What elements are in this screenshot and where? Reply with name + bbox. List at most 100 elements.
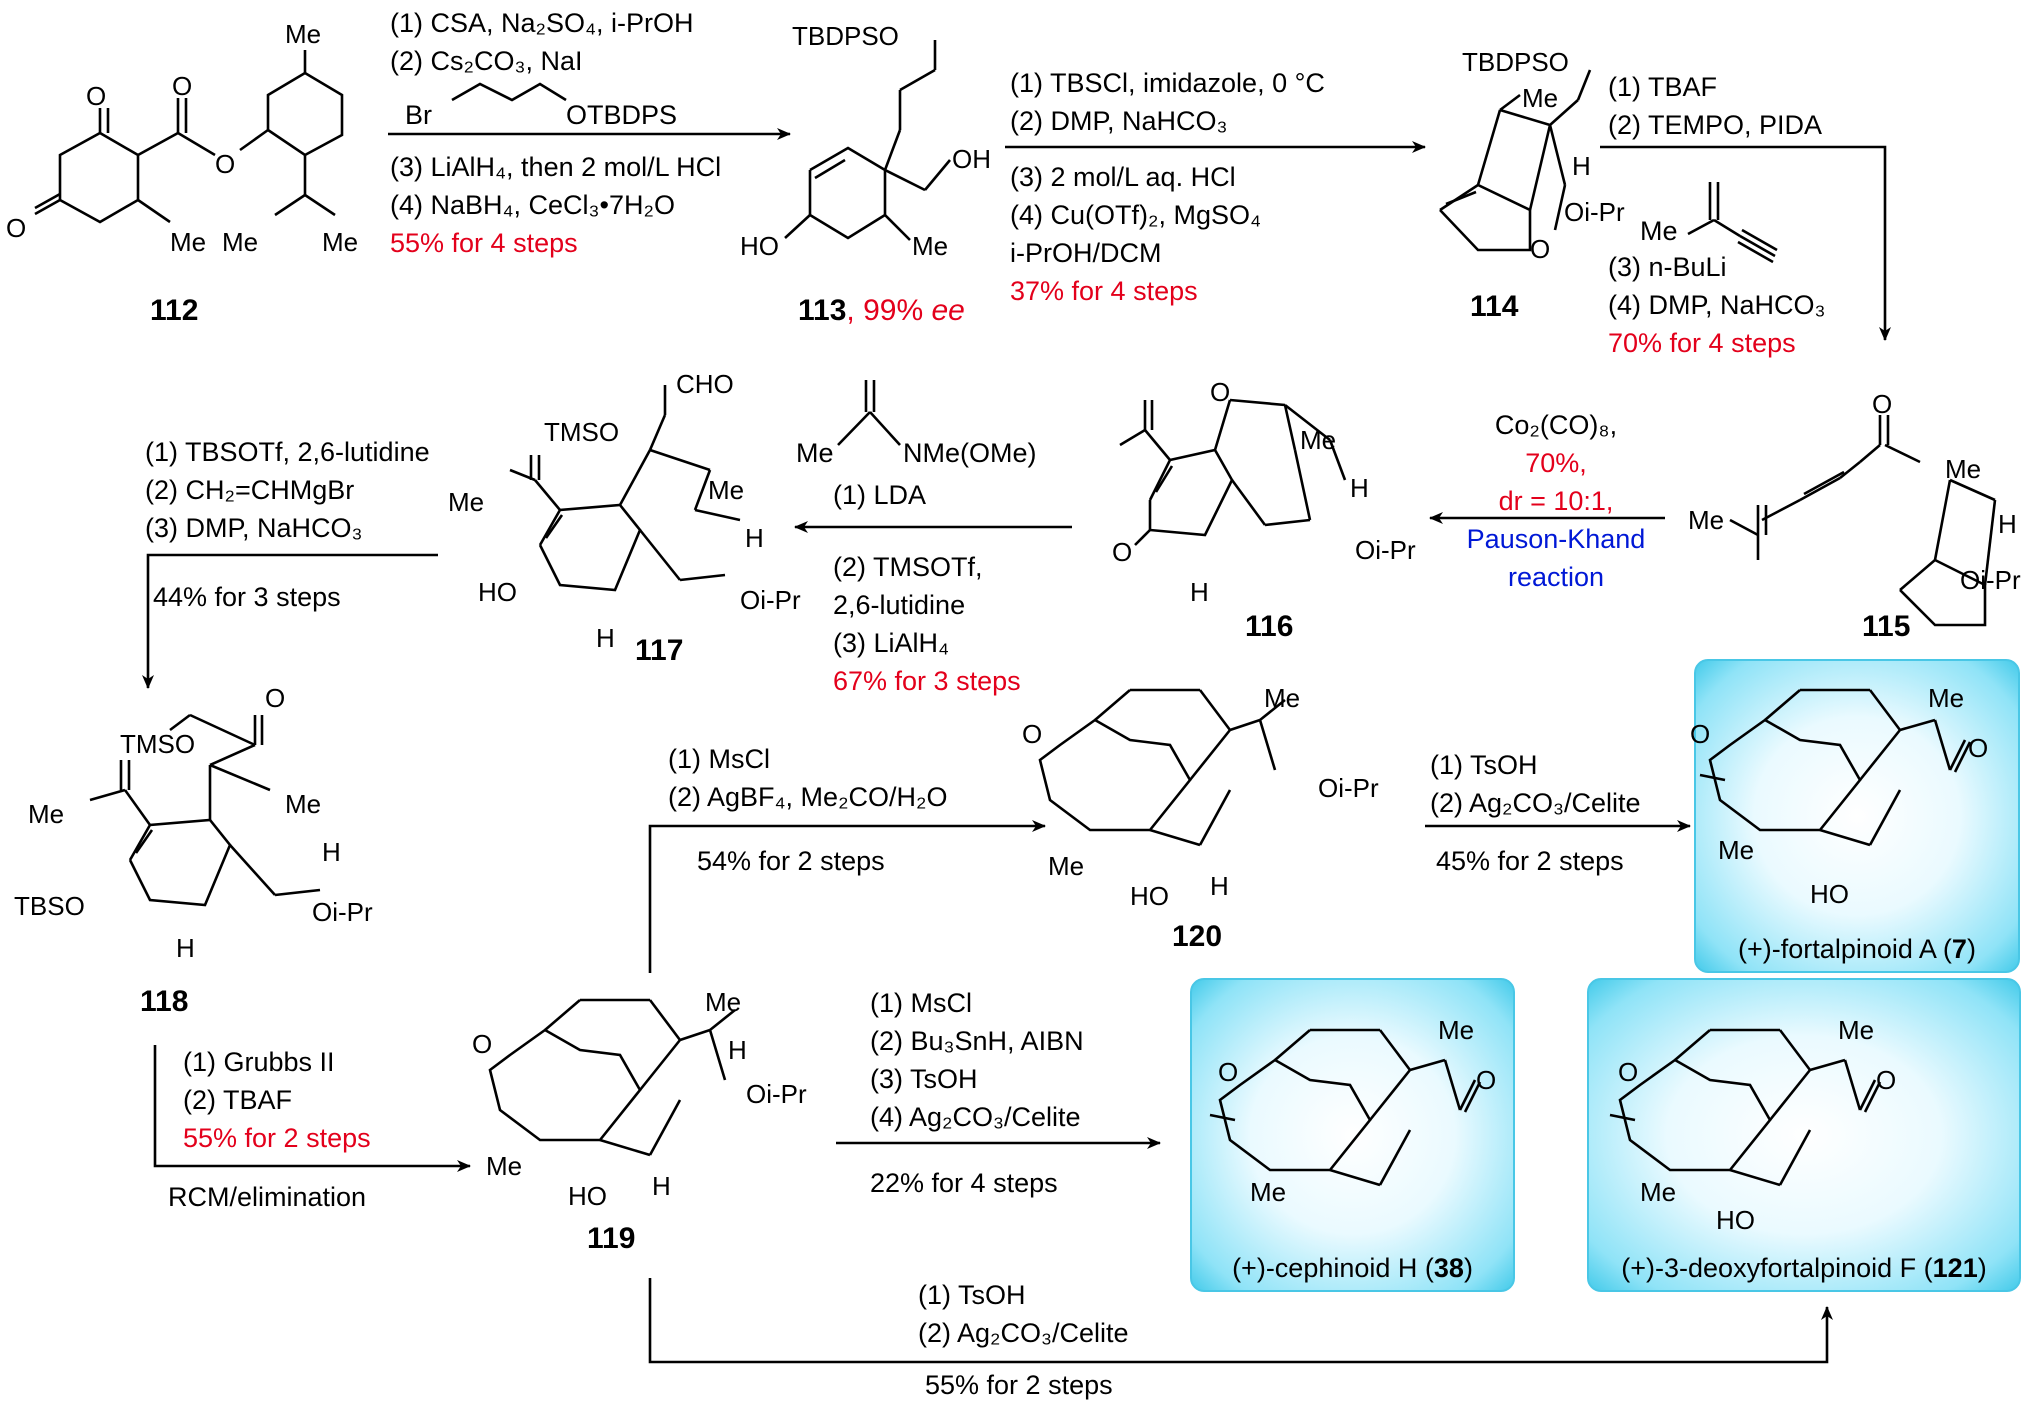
- atom-label-120-oipr: Oi-Pr: [1318, 773, 1379, 803]
- compound-number-112: 112: [150, 294, 199, 327]
- atom-label-115-o: O: [1872, 389, 1893, 419]
- atom-label-112-o-top: O: [86, 81, 107, 111]
- atom-label-119-me-top: Me: [705, 987, 742, 1017]
- atom-label-7-me-top: Me: [1928, 683, 1965, 713]
- arrow-117-to-118: [142, 553, 438, 689]
- compound-number-119: 119: [587, 1222, 636, 1255]
- atom-label-113-ho: HO: [740, 231, 779, 261]
- atom-label-112-o-ester: O: [172, 71, 193, 101]
- conditions-step10: (1) MsCl (2) Bu₃SnH, AIBN (3) TsOH (4) A…: [870, 988, 1084, 1132]
- atom-label-117-oipr: Oi-Pr: [740, 585, 801, 615]
- reagent-br: Br: [405, 100, 432, 130]
- atom-label-113-oh: OH: [952, 144, 991, 174]
- atom-label-117-me-left: Me: [448, 487, 485, 517]
- conditions-step2-b: (3) 2 mol/L aq. HCl (4) Cu(OTf)₂, MgSO₄ …: [1010, 162, 1262, 306]
- target-box-deoxyfortalpinoid-f: (+)-3-deoxyfortalpinoid F (121): [1587, 978, 2021, 1292]
- atom-label-121-me-top: Me: [1838, 1015, 1875, 1045]
- atom-label-7-ho: HO: [1810, 879, 1849, 909]
- atom-label-7-me: Me: [1718, 835, 1755, 865]
- atom-label-118-me-left: Me: [28, 799, 65, 829]
- atom-label-115-me-left: Me: [1688, 505, 1725, 535]
- atom-label-119-o: O: [472, 1029, 493, 1059]
- atom-label-118-me: Me: [285, 789, 322, 819]
- arrow-119-to-121: [648, 1278, 1833, 1364]
- arrow-114-to-115: [1600, 145, 1891, 341]
- yield-step11: 55% for 2 steps: [925, 1370, 1113, 1400]
- atom-label-118-oipr: Oi-Pr: [312, 897, 373, 927]
- conditions-step4: Co₂(CO)₈, 70%, dr = 10:1, Pauson-Khand r…: [1466, 410, 1646, 592]
- yield-step8: 54% for 2 steps: [697, 846, 885, 876]
- atom-label-116-o-left: O: [1112, 537, 1133, 567]
- atom-label-114-oipr: Oi-Pr: [1564, 197, 1625, 227]
- atom-label-38-me: Me: [1250, 1177, 1287, 1207]
- conditions-step7: (1) Grubbs II (2) TBAF 55% for 2 steps: [183, 1047, 371, 1153]
- atom-label-112-me-ring: Me: [170, 227, 207, 257]
- arrow-118-to-119: [153, 1045, 471, 1172]
- atom-label-118-tmso: TMSO: [120, 729, 196, 759]
- structure-114: [1439, 69, 1592, 252]
- structure-112: [34, 50, 344, 224]
- atom-label-38-me-top: Me: [1438, 1015, 1475, 1045]
- reagent-weinreb-n: NMe(OMe): [903, 438, 1037, 468]
- atom-label-114-h: H: [1572, 151, 1591, 181]
- yield-step10: 22% for 4 steps: [870, 1168, 1058, 1198]
- reagent-enyne-me: Me: [1640, 216, 1678, 246]
- atom-label-118-o: O: [265, 683, 286, 713]
- atom-label-118-h-bottom: H: [176, 933, 195, 963]
- weinreb-amide: [837, 380, 901, 446]
- atom-label-119-oh: HO: [568, 1181, 607, 1211]
- atom-label-112-me-ipr-right: Me: [322, 227, 359, 257]
- atom-label-114-o: O: [1530, 234, 1551, 264]
- atom-label-116-oipr: Oi-Pr: [1355, 535, 1416, 565]
- compound-number-118: 118: [140, 985, 189, 1018]
- atom-label-116-me: Me: [1300, 425, 1337, 455]
- enyne-reagent: [1687, 182, 1778, 264]
- conditions-step2: (1) TBSCl, imidazole, 0 °C (2) DMP, NaHC…: [1010, 68, 1325, 136]
- reagent-weinreb-me: Me: [796, 438, 834, 468]
- atom-label-114-me: Me: [1522, 83, 1559, 113]
- atom-label-120-ho: HO: [1130, 881, 1169, 911]
- conditions-step11: (1) TsOH (2) Ag₂CO₃/Celite: [918, 1280, 1129, 1348]
- conditions-step8: (1) MsCl (2) AgBF₄, Me₂CO/H₂O: [668, 744, 948, 812]
- atom-label-120-me-top: Me: [1264, 683, 1301, 713]
- atom-label-117-ho: HO: [478, 577, 517, 607]
- atom-label-117-me: Me: [708, 475, 745, 505]
- target-label-deoxyfortalpinoid-f: (+)-3-deoxyfortalpinoid F (121): [1621, 1253, 1987, 1283]
- compound-number-115: 115: [1862, 610, 1911, 643]
- atom-label-115-me: Me: [1945, 454, 1982, 484]
- conditions-step6: (1) TBSOTf, 2,6-lutidine (2) CH₂=CHMgBr …: [145, 437, 430, 543]
- structure-118: [89, 713, 321, 907]
- compound-number-117: 117: [635, 634, 684, 667]
- conditions-step5: (1) LDA: [833, 480, 927, 510]
- conditions-step1: (1) CSA, Na₂SO₄, i-PrOH (2) Cs₂CO₃, NaI: [390, 8, 694, 76]
- atom-label-121-o-lactone: O: [1876, 1065, 1897, 1095]
- conditions-step3-b: (3) n-BuLi (4) DMP, NaHCO₃ 70% for 4 ste…: [1608, 252, 1826, 358]
- atom-label-113-tbdpso: TBDPSO: [792, 21, 899, 51]
- structure-117: [509, 385, 741, 592]
- atom-label-117-h: H: [745, 523, 764, 553]
- reagent-otbdps: OTBDPS: [566, 100, 678, 130]
- atom-label-116-h: H: [1350, 473, 1369, 503]
- atom-label-120-me: Me: [1048, 851, 1085, 881]
- atom-label-119-me: Me: [486, 1151, 523, 1181]
- structure-119: [488, 998, 736, 1157]
- atom-label-121-o: O: [1618, 1057, 1639, 1087]
- atom-label-118-tbso: TBSO: [14, 891, 85, 921]
- atom-label-112-me-top: Me: [285, 19, 322, 49]
- atom-label-120-h-bottom: H: [1210, 871, 1229, 901]
- atom-label-114-tbdpso: TBDPSO: [1462, 47, 1569, 77]
- atom-label-119-h-bottom: H: [652, 1171, 671, 1201]
- note-rcm-elimination: RCM/elimination: [168, 1182, 367, 1212]
- atom-label-7-o-lactone: O: [1968, 733, 1989, 763]
- atom-label-115-h: H: [1998, 509, 2017, 539]
- compound-number-116: 116: [1245, 610, 1294, 643]
- atom-label-112-me-ipr-left: Me: [222, 227, 259, 257]
- atom-label-119-h: H: [728, 1035, 747, 1065]
- conditions-step9: (1) TsOH (2) Ag₂CO₃/Celite: [1430, 750, 1641, 818]
- atom-label-120-o: O: [1022, 719, 1043, 749]
- conditions-step3: (1) TBAF (2) TEMPO, PIDA: [1608, 72, 1823, 140]
- yield-step6: 44% for 3 steps: [153, 582, 341, 612]
- atom-label-117-cho: CHO: [676, 369, 734, 399]
- target-label-fortalpinoid-a: (+)-fortalpinoid A (7): [1738, 934, 1976, 964]
- atom-label-119-oipr: Oi-Pr: [746, 1079, 807, 1109]
